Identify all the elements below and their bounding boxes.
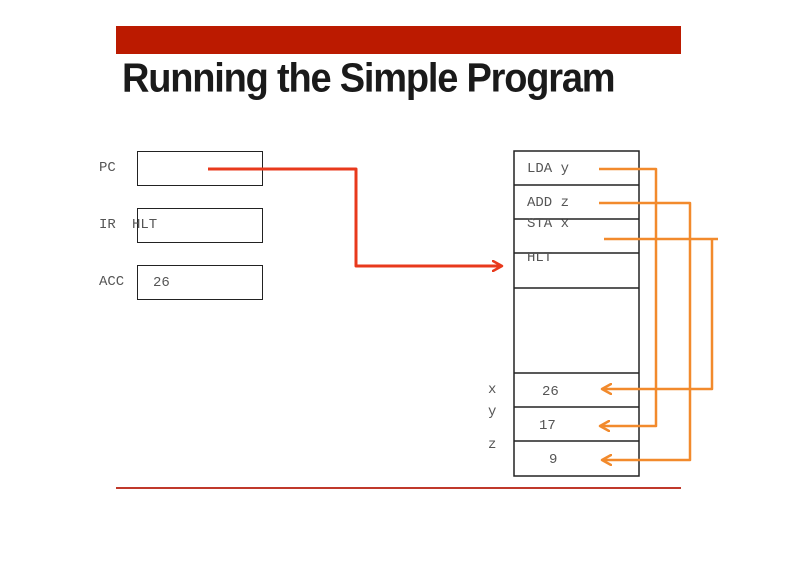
register-value-ir: HLT [132,217,158,233]
register-label-ir: IR [99,217,116,233]
memory-instruction: STA x [527,216,569,232]
register-label-acc: ACC [99,274,125,290]
variable-value-x: 26 [542,384,559,400]
register-box-acc [137,265,263,300]
variable-label-y: y [488,404,496,420]
bottom-rule [116,487,681,489]
memory-instruction: HLT [527,250,552,266]
register-label-pc: PC [99,160,116,176]
register-value-acc: 26 [153,275,170,291]
sta-x-arrow [602,237,718,389]
pc-pointer-arrow [208,167,502,266]
memory-column [513,150,640,477]
variable-value-z: 9 [549,452,557,468]
register-box-ir [137,208,263,243]
lda-y-arrow [599,167,658,426]
variable-value-y: 17 [539,418,556,434]
memory-instruction: LDA y [527,161,569,177]
variable-label-z: z [488,437,496,453]
add-z-arrow [599,201,692,460]
memory-outline [513,150,640,477]
variable-label-x: x [488,382,496,398]
page-title: Running the Simple Program [122,56,616,102]
header-bar [116,26,681,54]
memory-instruction: ADD z [527,195,569,211]
